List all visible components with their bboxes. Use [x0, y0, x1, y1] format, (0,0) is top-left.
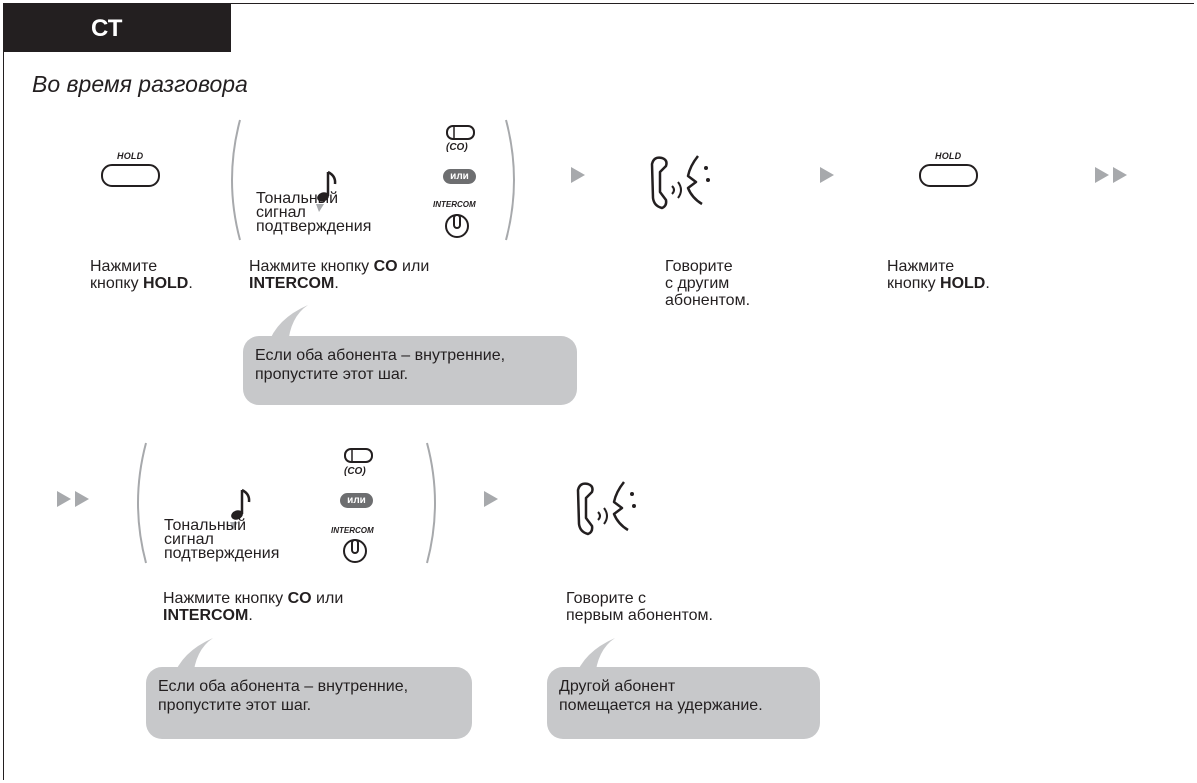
right-paren-icon: [426, 442, 436, 564]
step-press-co-intercom: Нажмите кнопку CO или INTERCOM.: [163, 590, 344, 624]
co-button-icon: [344, 448, 373, 463]
step-press-hold: Нажмите кнопку HOLD.: [90, 258, 193, 292]
intercom-caption: INTERCOM: [433, 200, 476, 209]
next-arrow-icon: [484, 491, 498, 507]
left-paren-icon: [231, 119, 241, 241]
right-paren-icon: [505, 119, 515, 241]
step-talk-first: Говорите с первым абонентом.: [566, 590, 713, 624]
continue-arrow-icon: [1095, 167, 1127, 183]
hold-button-icon: [919, 164, 978, 187]
intercom-caption: INTERCOM: [331, 526, 374, 535]
note-pointer: [268, 305, 308, 345]
talk-handset-icon: [576, 481, 636, 536]
co-caption: (CO): [446, 142, 468, 153]
step-talk-other: Говорите с другим абонентом.: [665, 258, 751, 309]
step-press-hold-again: Нажмите кнопку HOLD.: [887, 258, 990, 292]
hold-caption: HOLD: [117, 151, 144, 161]
tone-label: Тональный сигнал подтверждения: [164, 517, 280, 562]
co-caption: (CO): [344, 466, 366, 477]
confirmation-tone-icon: [316, 170, 337, 212]
co-button-icon: [446, 125, 475, 140]
continue-arrow-icon: [57, 491, 89, 507]
skip-note-bubble: Если оба абонента – внутренние, пропусти…: [146, 667, 472, 739]
step-press-co-intercom: Нажмите кнопку CO или INTERCOM.: [249, 258, 430, 292]
section-tab: СТ: [3, 3, 231, 52]
confirmation-tone-icon: [230, 488, 251, 530]
intercom-dial-icon: [445, 214, 469, 238]
left-paren-icon: [137, 442, 147, 564]
talk-handset-icon: [650, 155, 710, 210]
hold-button-icon: [101, 164, 160, 187]
or-badge: или: [443, 169, 476, 184]
next-arrow-icon: [820, 167, 834, 183]
hold-note-bubble: Другой абонент помещается на удержание.: [547, 667, 820, 739]
page-frame: [3, 3, 1194, 780]
skip-note-bubble: Если оба абонента – внутренние, пропусти…: [243, 336, 577, 405]
or-badge: или: [340, 493, 373, 508]
tone-label: Тональный сигнал подтверждения: [256, 190, 372, 235]
hold-caption: HOLD: [935, 151, 962, 161]
next-arrow-icon: [571, 167, 585, 183]
intercom-dial-icon: [343, 539, 367, 563]
section-subtitle: Во время разговора: [32, 71, 248, 97]
